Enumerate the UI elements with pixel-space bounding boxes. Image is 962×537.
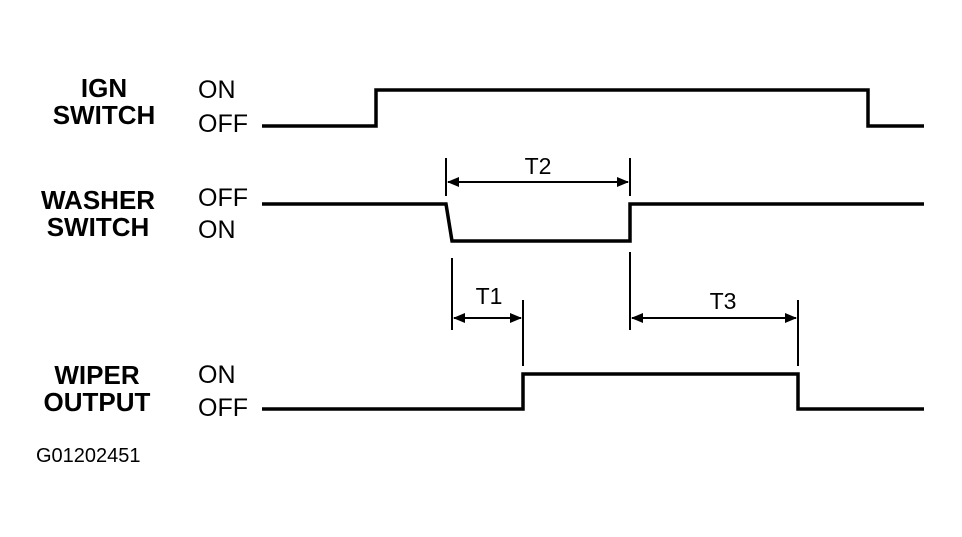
wiper-state-on: ON — [198, 361, 236, 389]
ign-switch-waveform — [262, 88, 924, 128]
washer-state-on: ON — [198, 216, 236, 244]
figure-id: G01202451 — [36, 445, 141, 467]
wiper-output-waveform — [262, 372, 924, 411]
t1-label: T1 — [476, 283, 503, 309]
wiper-output-label-line1: WIPER — [54, 360, 139, 390]
t3-label: T3 — [710, 288, 737, 314]
washer-switch-label-line2: SWITCH — [47, 212, 150, 242]
washer-state-off: OFF — [198, 184, 248, 212]
washer-switch-waveform — [262, 202, 924, 243]
ign-switch-label-line2: SWITCH — [53, 100, 156, 130]
ign-state-off: OFF — [198, 110, 248, 138]
wiper-state-off: OFF — [198, 394, 248, 422]
washer-switch-label-line1: WASHER — [41, 185, 155, 215]
t2-label: T2 — [525, 153, 552, 179]
ign-state-on: ON — [198, 76, 236, 104]
ign-switch-label-line1: IGN — [81, 73, 127, 103]
wiper-output-label-line2: OUTPUT — [44, 387, 151, 417]
